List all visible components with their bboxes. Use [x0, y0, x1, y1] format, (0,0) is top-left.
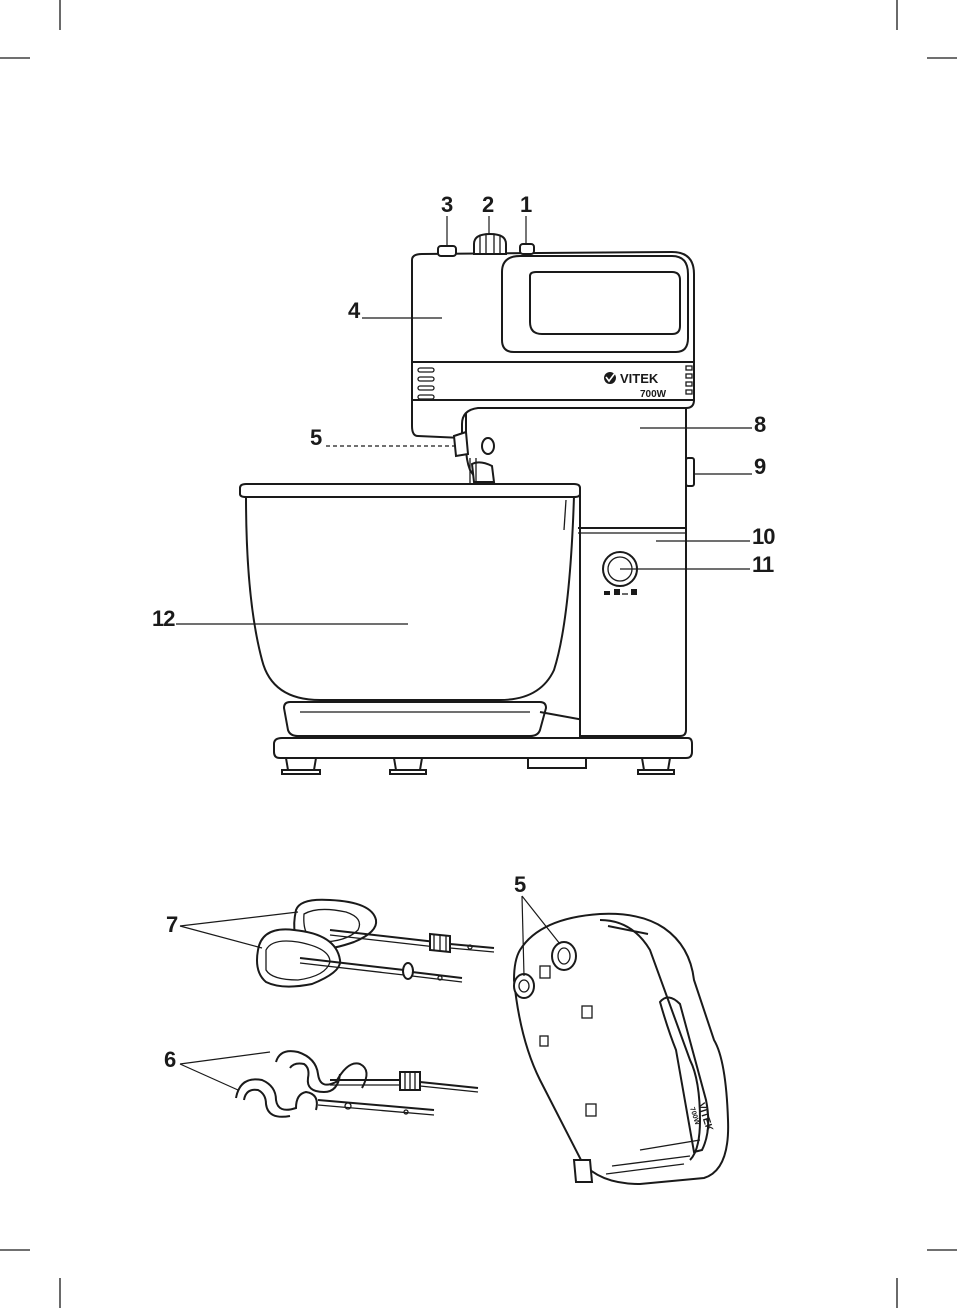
- callout-12: 12: [152, 606, 175, 631]
- brand-name: VITEK: [620, 371, 659, 386]
- stand-mixer: VITEK 700W: [240, 234, 694, 774]
- dough-hooks: [236, 1051, 478, 1117]
- bowl-rim: [240, 484, 580, 497]
- callout-1: 1: [520, 192, 532, 217]
- hand-mixer-plug: [574, 1160, 592, 1182]
- hand-mixer: VITEK 700W: [514, 914, 728, 1184]
- foot-middle: [394, 758, 422, 770]
- turbo-button: [520, 244, 534, 254]
- callout-2: 2: [482, 192, 494, 217]
- mixer-base: [274, 738, 692, 758]
- callout-3: 3: [441, 192, 453, 217]
- brand-power: 700W: [640, 389, 667, 400]
- callout-11: 11: [752, 552, 774, 577]
- callout-9: 9: [754, 454, 766, 479]
- callout-4: 4: [348, 298, 361, 323]
- speed-dial: [474, 234, 506, 254]
- callout-5-top: 5: [310, 425, 322, 450]
- mixing-bowl: [246, 496, 574, 700]
- callout-8: 8: [754, 412, 766, 437]
- callout-7: 7: [166, 912, 178, 937]
- foot-right: [642, 758, 670, 770]
- bowl-turntable: [284, 702, 546, 736]
- callout-10: 10: [752, 524, 775, 549]
- callout-6: 6: [164, 1047, 176, 1072]
- side-switch: [686, 458, 694, 486]
- socket-oval: [482, 438, 494, 454]
- foot-left: [286, 758, 316, 770]
- callout-5-bottom: 5: [514, 872, 526, 897]
- eject-button: [438, 246, 456, 256]
- base-latch: [528, 758, 586, 768]
- hand-mixer-body: [514, 914, 728, 1184]
